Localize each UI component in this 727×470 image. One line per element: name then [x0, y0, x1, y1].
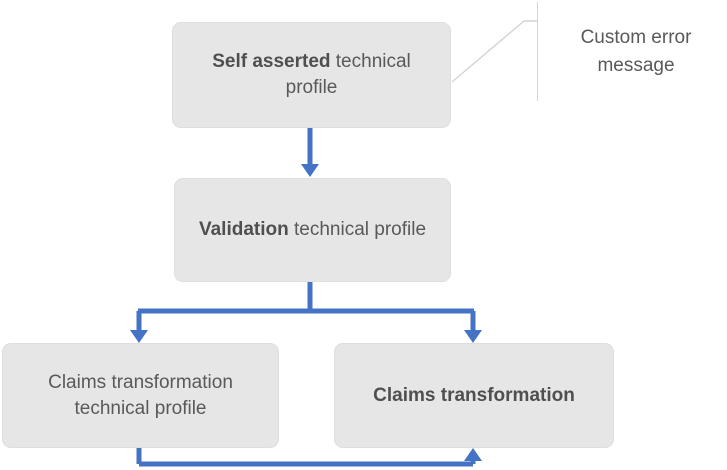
connector-validation-split	[138, 282, 474, 314]
callout-leader-line	[451, 20, 537, 83]
connector-self-asserted-to-validation	[301, 128, 319, 177]
node-validation-label-rest: technical profile	[288, 219, 427, 241]
node-claims-tp-label: Claims transformation technical profile	[48, 371, 233, 419]
callout-divider	[537, 2, 538, 101]
node-self-asserted-label: Self asserted technical profile	[187, 49, 436, 100]
node-self-asserted-label-bold: Self asserted	[212, 51, 331, 73]
node-claims-transformation-technical-profile[interactable]: Claims transformation technical profile	[2, 343, 279, 448]
connector-validation-to-claims	[464, 311, 482, 343]
node-claims-label: Claims transformation	[373, 383, 575, 409]
node-claims-label-bold: Claims transformation	[373, 384, 575, 406]
node-claims-transformation[interactable]: Claims transformation	[334, 343, 614, 448]
connector-validation-to-claims-tp	[130, 311, 148, 343]
node-validation-label: Validation technical profile	[199, 217, 426, 243]
connector-claims-tp-feedback	[136, 448, 482, 467]
node-validation-technical-profile[interactable]: Validation technical profile	[174, 178, 451, 282]
callout-custom-error-message: Custom error message	[580, 27, 692, 76]
node-self-asserted-label-rest: technical profile	[285, 51, 411, 98]
node-validation-label-bold: Validation	[198, 219, 289, 241]
node-self-asserted-technical-profile[interactable]: Self asserted technical profile	[172, 22, 451, 128]
